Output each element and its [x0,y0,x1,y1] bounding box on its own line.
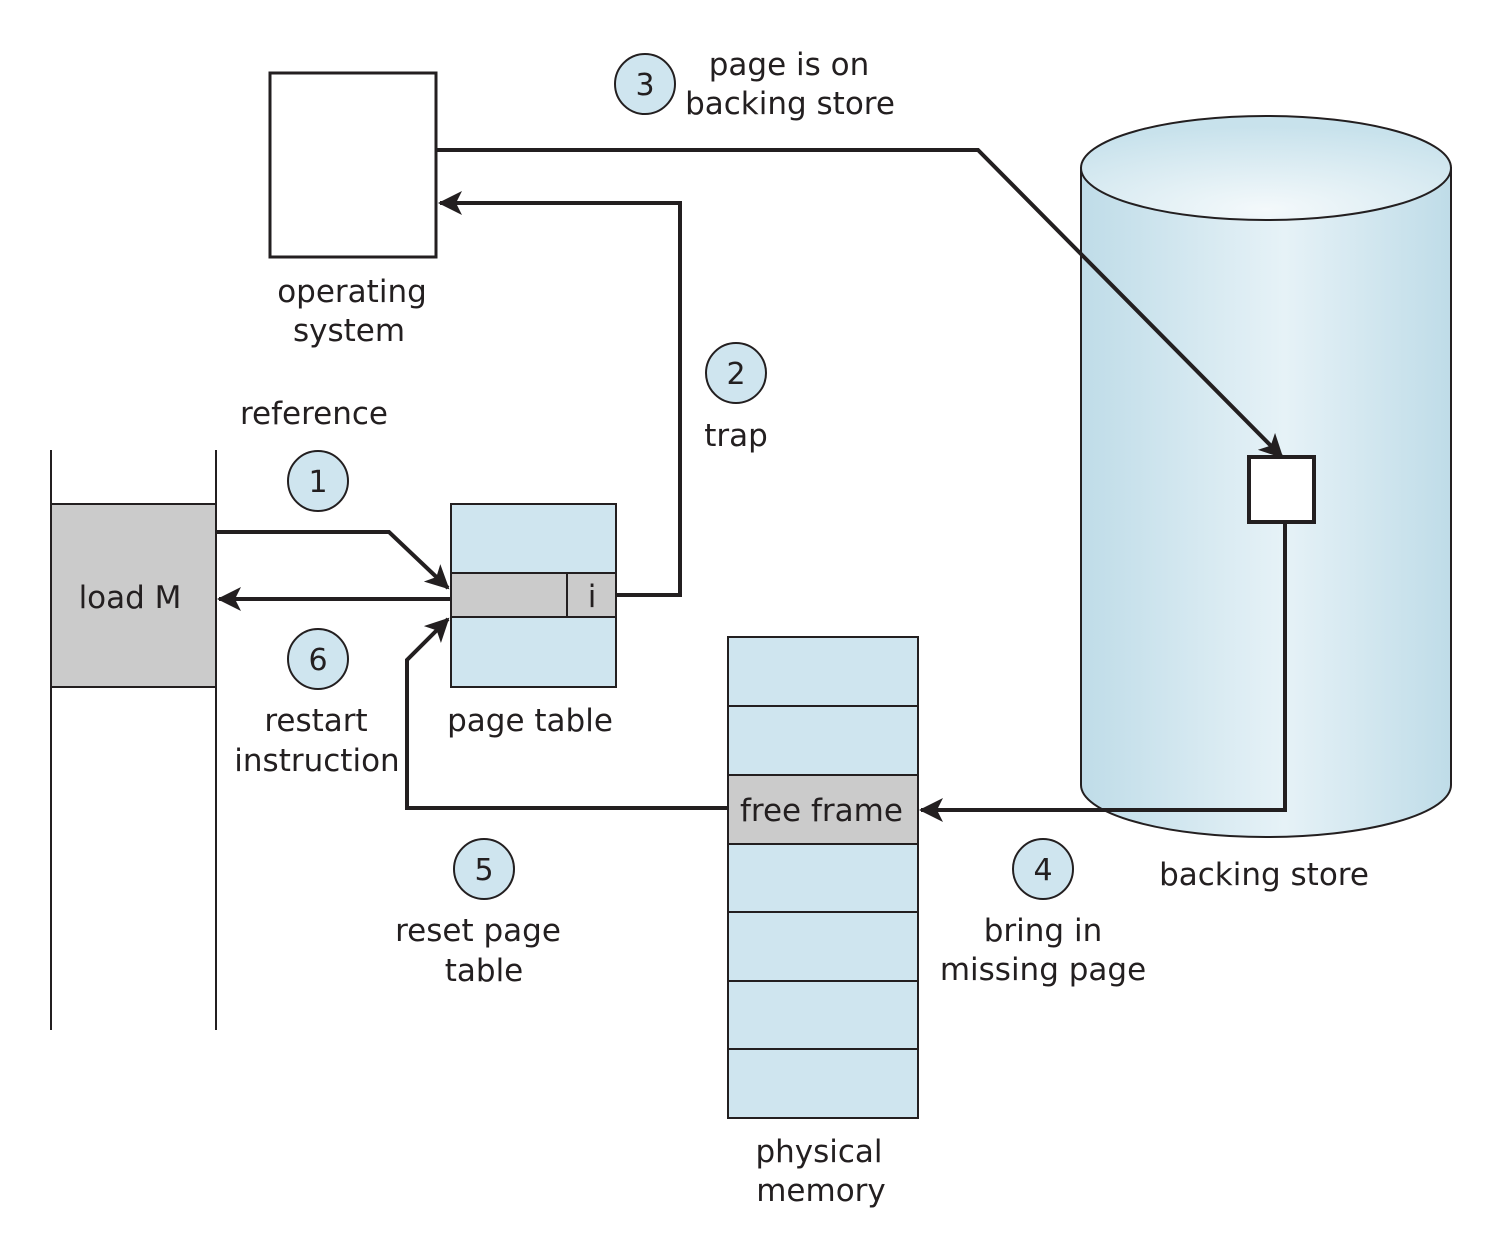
step-1-number: 1 [308,465,327,500]
step-4-badge [1012,838,1074,900]
step-2: 2 trap [704,342,768,454]
step-3: 3 page is on backing store [614,47,895,122]
page-table-label: page table [447,703,613,739]
step-2-label: trap [704,418,768,454]
memory-frame [727,1048,919,1119]
load-instruction-label: load M [79,580,182,616]
physical-memory-label-1: physical [755,1134,882,1170]
step-6-label-2: instruction [234,743,399,779]
step-6-number: 6 [308,643,327,678]
step-3-label-2: backing store [685,86,895,122]
step-4-label-2: missing page [940,952,1146,988]
step-1: reference 1 [240,396,388,512]
memory-frame [727,911,919,982]
memory-frame [727,843,919,913]
operating-system-box [268,71,438,259]
operating-system: operating system [268,71,438,349]
step-4: 4 bring in missing page [940,838,1146,988]
step-5: 5 reset page table [395,838,561,989]
step-1-label: reference [240,396,388,432]
step-2-number: 2 [726,357,745,392]
physical-memory-label-2: memory [756,1173,886,1209]
memory-frame [727,705,919,776]
step-3-badge [614,53,676,115]
backing-store-label: backing store [1159,857,1369,893]
operating-system-label-2: system [293,313,405,349]
backing-store-top [1080,115,1452,221]
reset-page-table-arrow [405,617,728,810]
operating-system-label-1: operating [277,274,427,310]
step-4-number: 4 [1033,853,1052,888]
step-3-label-1: page is on [709,47,870,83]
load-instruction-box [50,503,217,688]
arrows [216,148,1287,822]
invalid-bit: i [588,579,597,615]
step-1-badge [287,450,349,512]
program: load M [50,450,217,1030]
step-5-badge [453,838,515,900]
page-table: i page table [447,503,617,739]
step-6-badge [287,628,349,690]
bring-in-page-arrow [919,522,1287,822]
step-5-number: 5 [474,853,493,888]
page-table-entry [450,572,617,618]
step-6-label-1: restart [264,703,367,739]
backing-store-arrow [436,148,1284,459]
memory-frame [727,636,919,707]
missing-page-block [1247,455,1316,524]
reference-arrow [216,530,450,590]
free-frame-label: free frame [740,793,903,829]
step-5-label-1: reset page [395,913,561,949]
trap-arrow [438,191,682,597]
memory-frame [727,980,919,1050]
physical-memory: free frame physical memory [727,636,919,1209]
step-6: 6 restart instruction [234,628,400,779]
backing-store: backing store [1080,115,1452,893]
step-4-label-1: bring in [984,913,1102,949]
step-3-number: 3 [635,68,654,103]
step-5-label-2: table [445,953,524,989]
step-2-badge [705,342,767,404]
